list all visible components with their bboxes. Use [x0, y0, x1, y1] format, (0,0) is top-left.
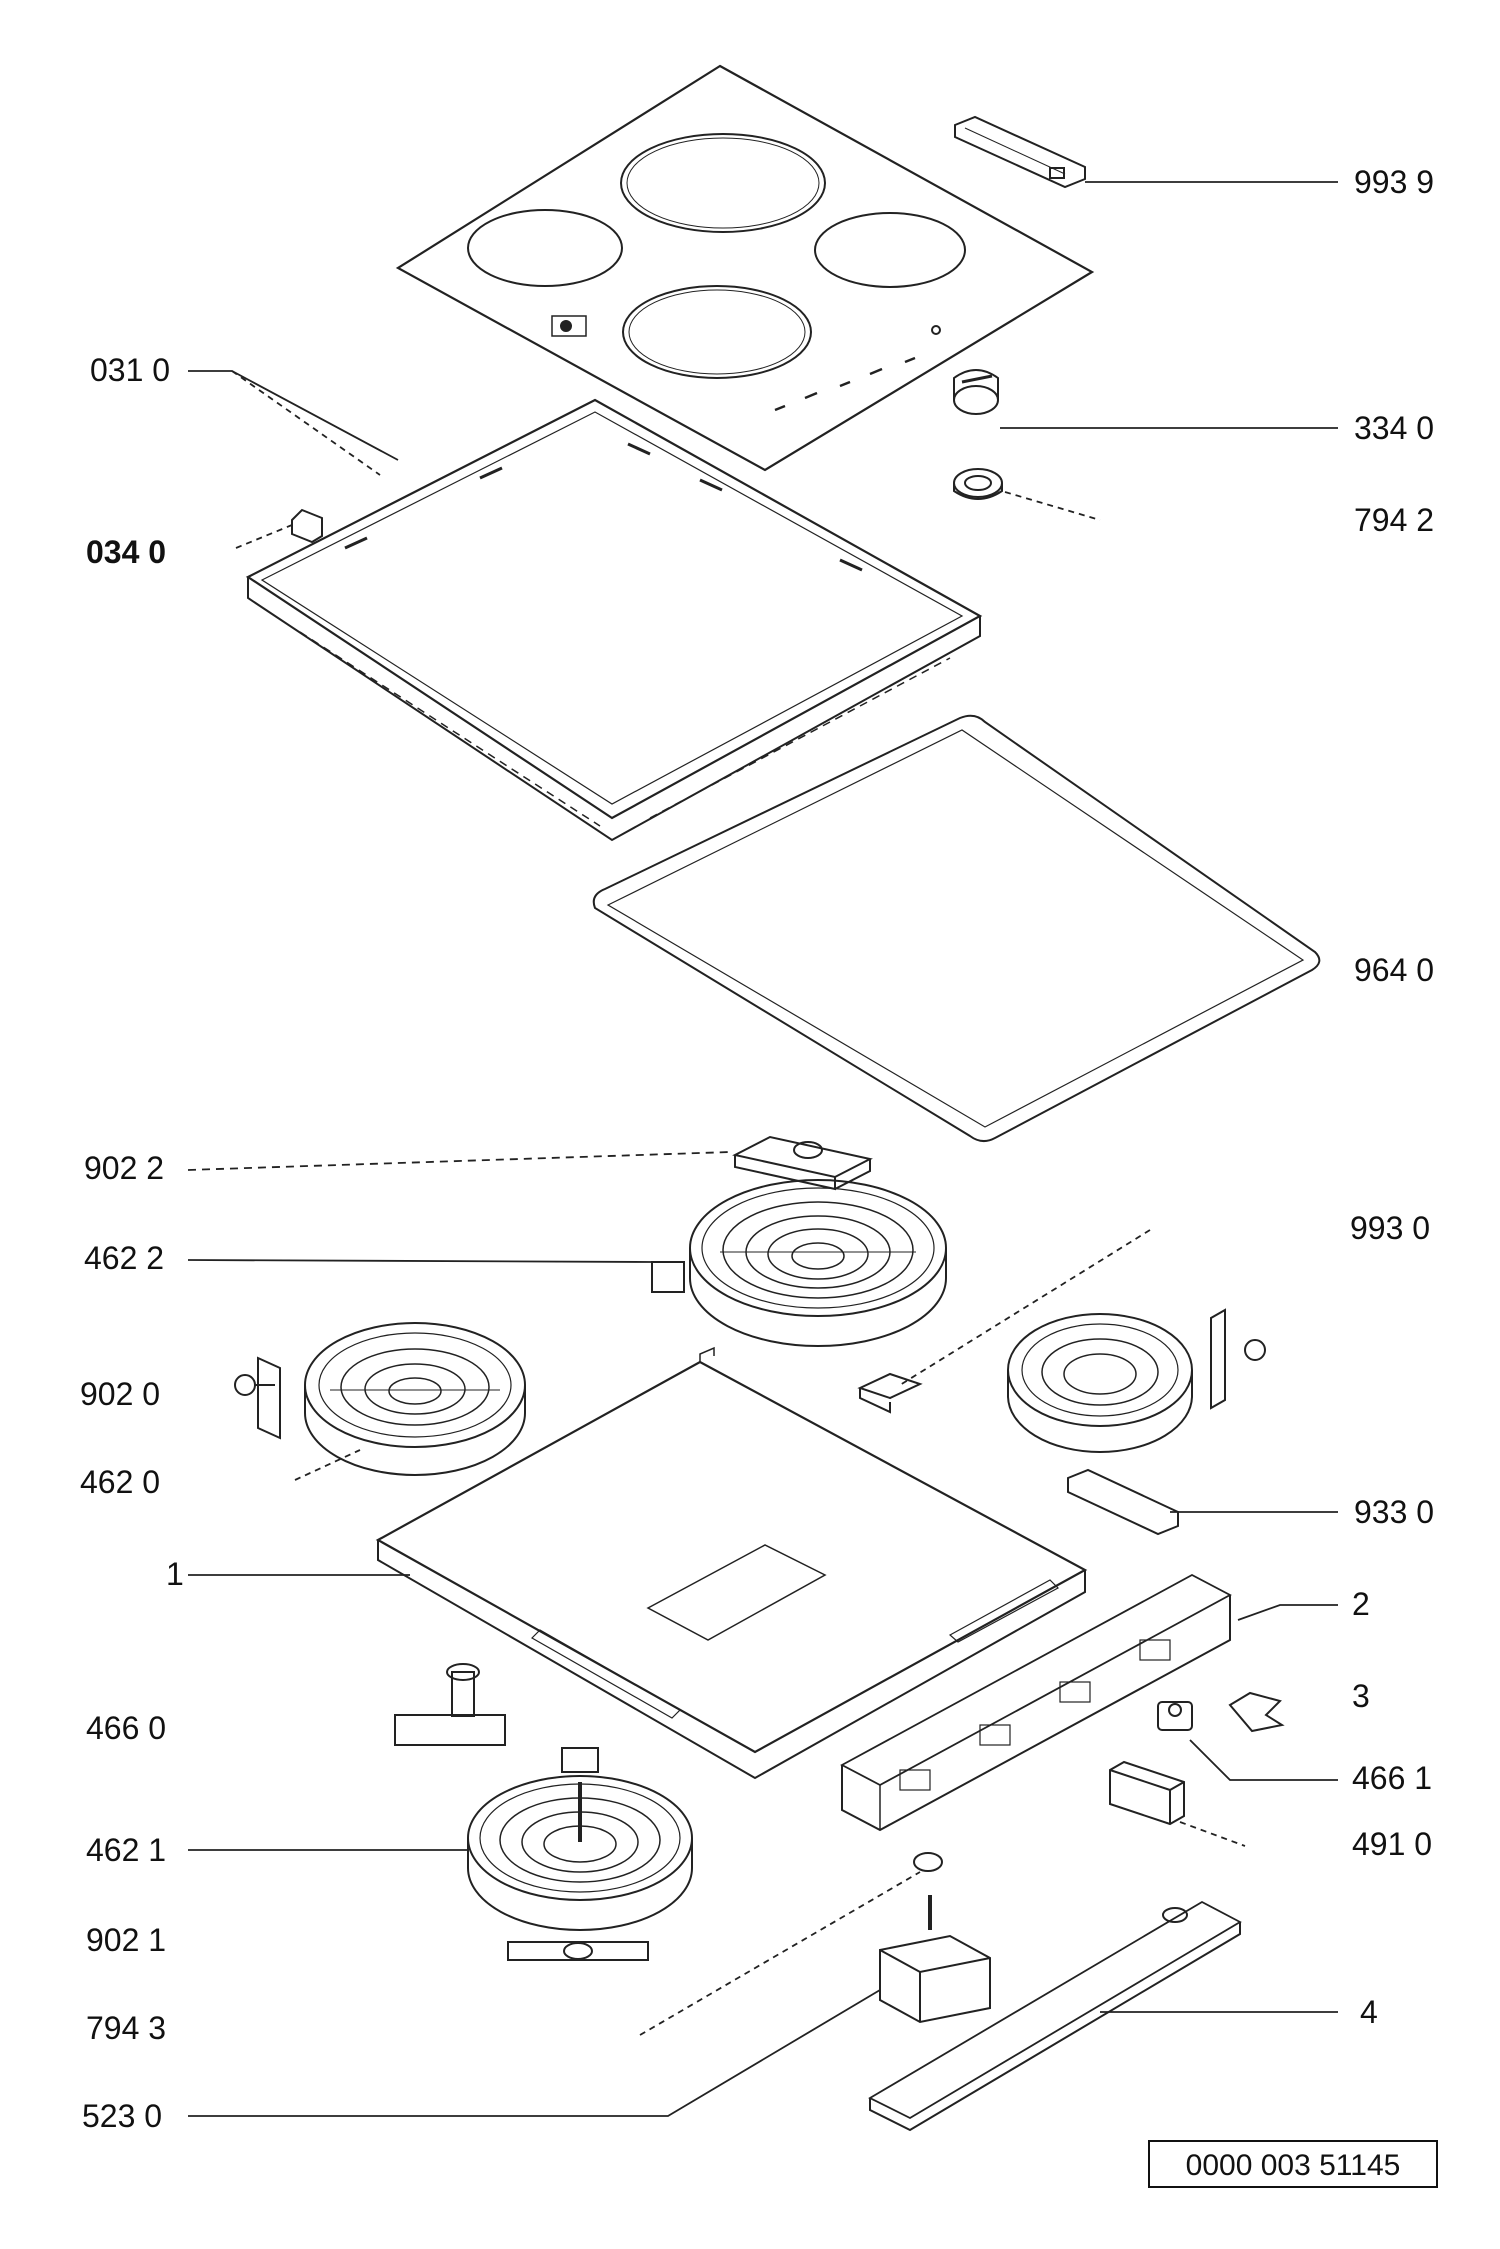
part-label-3340: 334 0 [1354, 410, 1435, 446]
radiant-heater-right-part [1007, 1308, 1266, 1453]
indicator-lamp-part [1157, 1701, 1193, 1731]
part-label-4661: 466 1 [1352, 1760, 1433, 1796]
part-label-7943: 794 3 [86, 2010, 167, 2046]
control-strip-part [954, 115, 1086, 189]
frame-seal-part [592, 714, 1321, 1142]
heater-clip-part [857, 1372, 923, 1414]
glass-cooktop-part [395, 64, 1095, 472]
frame-clip-part [291, 508, 323, 544]
terminal-block-part [840, 1573, 1232, 1832]
part-label-4620: 462 0 [80, 1464, 161, 1500]
part-label-7942: 794 2 [1354, 502, 1435, 538]
part-label-9640: 964 0 [1354, 952, 1435, 988]
part-label-9330: 933 0 [1354, 1494, 1435, 1530]
radiant-heater-left-part [304, 1322, 526, 1476]
heater-bracket-top-part [732, 1135, 873, 1191]
part-label-9020: 902 0 [80, 1376, 161, 1412]
part-label-4910: 491 0 [1352, 1826, 1433, 1862]
radiant-heater-large-part [651, 1179, 947, 1347]
part-label-4660: 466 0 [86, 1710, 167, 1746]
heater-bracket-left-part [234, 1356, 281, 1440]
lamp-holder-part [394, 1663, 506, 1746]
part-label-9930: 993 0 [1350, 1210, 1431, 1246]
document-number-box: 0000 003 51145 [1148, 2140, 1438, 2188]
hob-frame-part [245, 398, 983, 842]
part-label-0340: 034 0 [86, 534, 167, 570]
bottom-tray-part [375, 1346, 1088, 1780]
radiant-heater-bottom-part [467, 1747, 693, 1931]
cable-clip-part [1228, 1691, 1285, 1733]
leader-lines [187, 181, 1338, 2117]
part-label-4621: 462 1 [86, 1832, 167, 1868]
part-label-9022: 902 2 [84, 1150, 165, 1186]
heater-bracket-bottom-part [507, 1941, 649, 1961]
part-label-2: 2 [1352, 1586, 1370, 1622]
part-label-4622: 462 2 [84, 1240, 165, 1276]
cover-strip-part [868, 1900, 1242, 2132]
part-label-1: 1 [166, 1556, 184, 1592]
part-label-9939: 993 9 [1354, 164, 1435, 200]
knob-bush-part [953, 468, 1003, 500]
part-label-3: 3 [1352, 1678, 1370, 1714]
part-label-9021: 902 1 [86, 1922, 167, 1958]
switch-block-part [1109, 1760, 1185, 1826]
part-label-5230: 523 0 [82, 2098, 163, 2134]
bottom-knob-bush-part [913, 1852, 943, 1872]
mounting-bracket-part [1067, 1468, 1179, 1536]
control-knob-part [953, 369, 999, 415]
part-label-0310: 031 0 [90, 352, 171, 388]
energy-regulator-part [879, 1895, 991, 2024]
part-label-4: 4 [1360, 1994, 1378, 2030]
